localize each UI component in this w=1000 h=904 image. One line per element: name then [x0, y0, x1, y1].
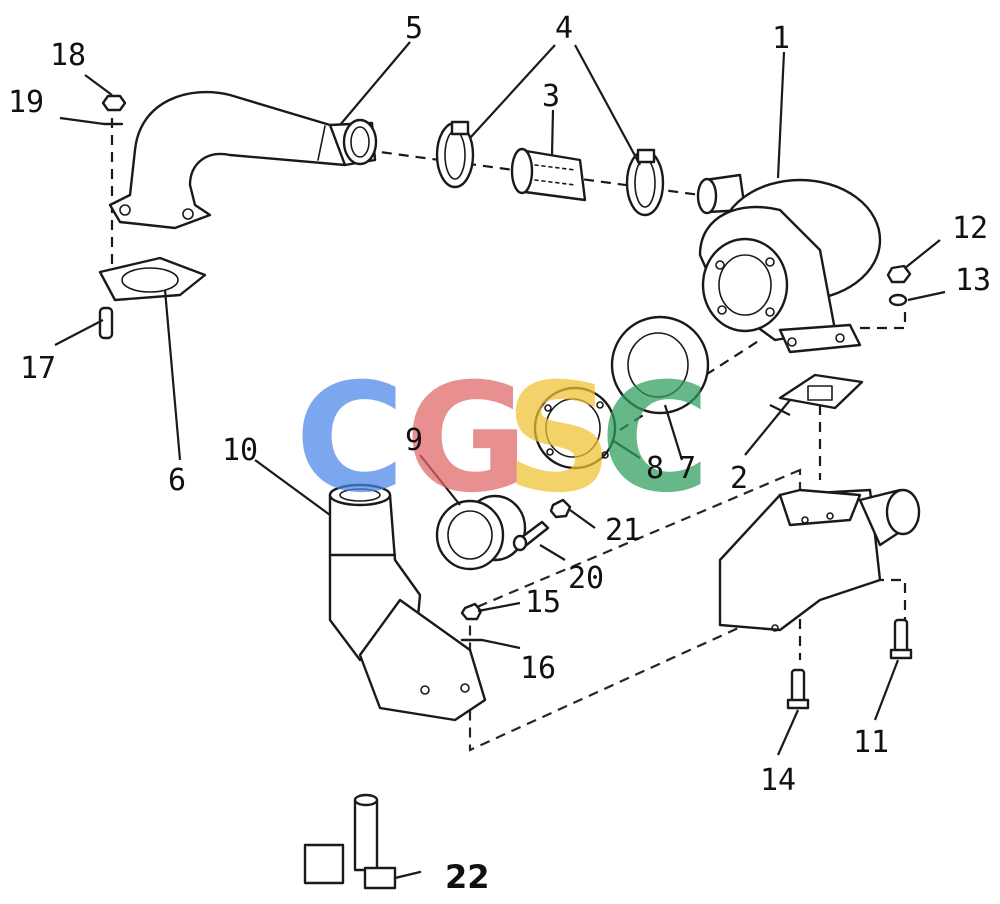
callout-13: 13 [955, 263, 991, 298]
part-sensor-detail [303, 793, 422, 890]
callout-11: 11 [853, 725, 889, 760]
callout-15: 15 [525, 585, 561, 620]
watermark: C G S C [295, 352, 710, 526]
callout-19: 19 [8, 85, 44, 120]
leader-lines [54, 41, 946, 756]
callout-2: 2 [730, 461, 748, 496]
part-adapter-ring [435, 494, 527, 571]
part-gasket-turbo-base [778, 373, 864, 410]
callout-20: 20 [568, 561, 604, 596]
callout-3: 3 [542, 79, 560, 114]
part-bolts-lower-right [786, 618, 913, 710]
callout-9: 9 [405, 423, 423, 458]
watermark-letter-3: S [505, 352, 613, 526]
part-bolt-nut-center [512, 498, 572, 552]
callout-12: 12 [952, 211, 988, 246]
watermark-letter-2: G [405, 352, 528, 526]
part-exhaust-manifold [718, 488, 921, 632]
callout-14: 14 [760, 763, 796, 798]
callout-4: 4 [555, 11, 573, 46]
part-gasket-elbow [98, 256, 207, 302]
callout-17: 17 [20, 351, 56, 386]
watermark-letter-1: C [295, 352, 405, 526]
part-hose-sleeve [510, 147, 587, 202]
callout-8: 8 [646, 451, 664, 486]
part-nut-washer-right [886, 264, 912, 307]
callout-7: 7 [678, 451, 696, 486]
callout-6: 6 [168, 463, 186, 498]
callout-21: 21 [605, 513, 641, 548]
part-stud-nut-washer [98, 94, 127, 340]
callout-16: 16 [520, 651, 556, 686]
part-lower-elbow [328, 483, 487, 722]
callout-10: 10 [222, 433, 258, 468]
callout-18: 18 [50, 38, 86, 73]
part-turbocharger [696, 173, 882, 354]
part-flange-ring [533, 386, 617, 470]
callout-5: 5 [405, 11, 423, 46]
part-nut-washer-lower [460, 602, 484, 642]
part-elbow-pipe [108, 90, 378, 230]
watermark-letter-4: C [600, 352, 710, 526]
callout-labels: 1 2 3 4 5 6 7 8 9 10 11 12 13 14 15 16 1… [8, 11, 991, 896]
part-ring-gasket [610, 315, 710, 415]
part-hose-clamps [435, 120, 665, 217]
callout-22: 22 [445, 858, 490, 896]
callout-1: 1 [772, 21, 790, 56]
